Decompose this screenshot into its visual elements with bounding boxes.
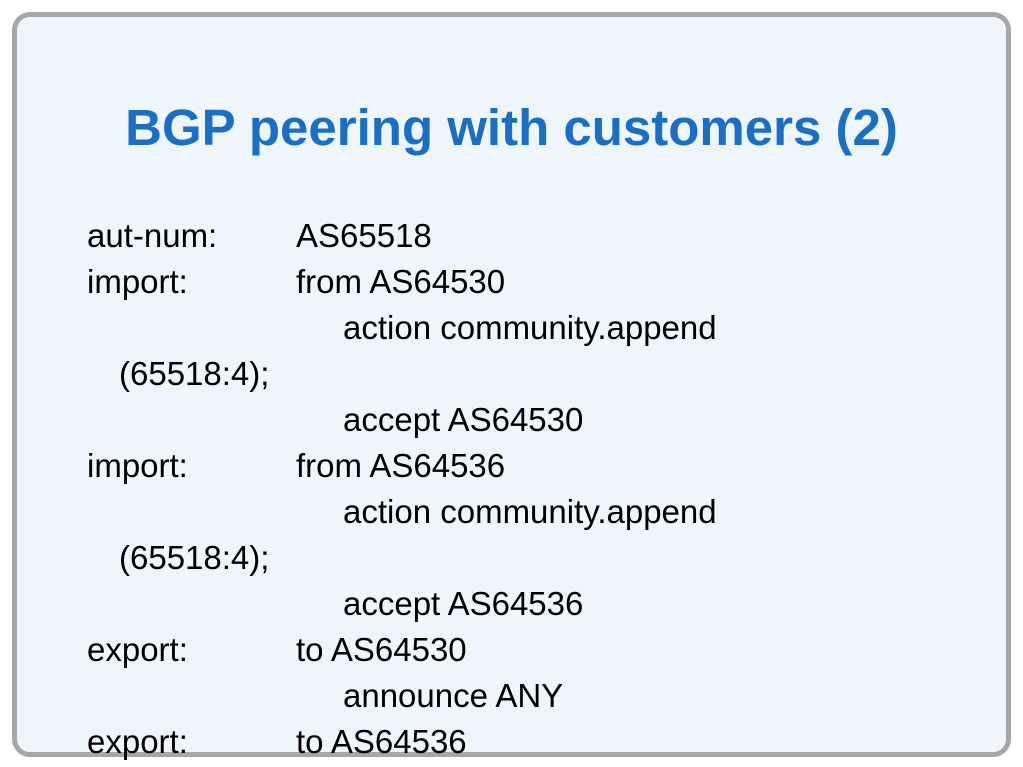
attribute-value: AS65518 — [296, 217, 432, 254]
attribute-continuation: announce ANY — [343, 677, 564, 714]
slide-title: BGP peering with customers (2) — [125, 99, 898, 156]
attribute-continuation: action community.append — [343, 309, 717, 346]
attribute-value: from AS64536 — [296, 447, 506, 484]
attribute-continuation: accept AS64530 — [343, 401, 584, 438]
attribute-name: export: — [87, 631, 188, 668]
attribute-value: to AS64536 — [296, 723, 467, 760]
attribute-name: import: — [87, 263, 188, 300]
attribute-value: from AS64530 — [296, 263, 506, 300]
attribute-continuation: accept AS64536 — [343, 585, 584, 622]
attribute-name: aut-num: — [87, 217, 218, 254]
attribute-name: export: — [87, 723, 188, 760]
attribute-value: to AS64530 — [296, 631, 467, 668]
attribute-wrap: (65518:4); — [119, 355, 270, 392]
slide-frame — [12, 12, 1011, 757]
attribute-name: import: — [87, 447, 188, 484]
attribute-wrap: (65518:4); — [119, 539, 270, 576]
attribute-continuation: action community.append — [343, 493, 717, 530]
